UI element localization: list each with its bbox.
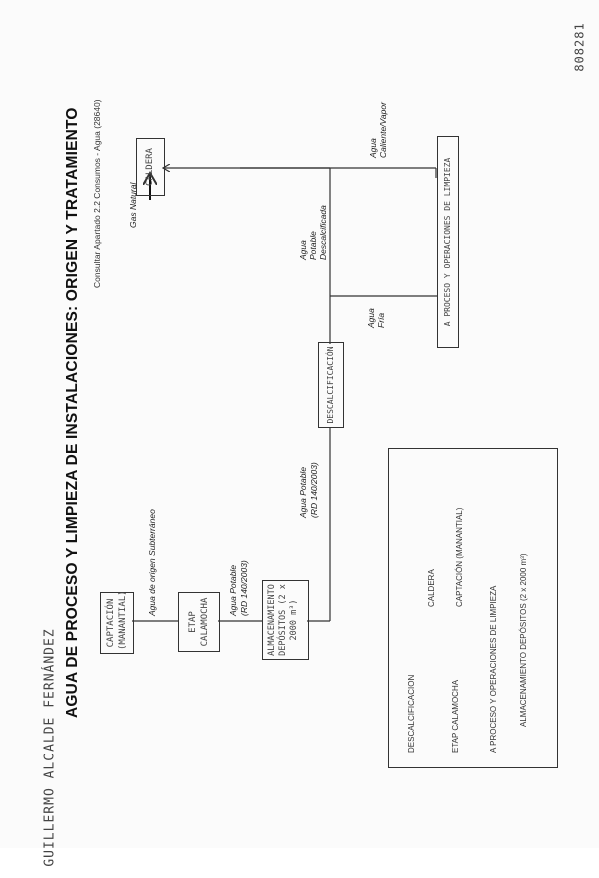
node-captacion: CAPTACIÓN (MANANTIAL) bbox=[100, 590, 134, 654]
label-agua-subterraneo: Agua de origen Subterráneo bbox=[147, 509, 157, 616]
diagram-canvas: AGUA DE PROCESO Y LIMPIEZA DE INSTALACIO… bbox=[64, 0, 558, 768]
legend-item-almacenamiento: ALMACENAMIENTO DEPÓSITOS (2 x 2000 m³) bbox=[519, 553, 528, 727]
scanned-page: GUILLERMO ALCALDE FERNÁNDEZ 808281 AGUA … bbox=[42, 0, 587, 867]
node-descalcificacion: DESCALCIFICACIÓN bbox=[318, 342, 344, 428]
node-proceso: A PROCESO Y OPERACIONES DE LIMPIEZA bbox=[437, 136, 459, 348]
label-agua-fria-1: Agua bbox=[366, 308, 376, 328]
legend-item-caldera: CALDERA bbox=[427, 569, 436, 607]
label-agua-potable-1b: (RD 140/2003) bbox=[239, 560, 249, 616]
node-caldera-label: CALDERA bbox=[145, 148, 155, 186]
legend-item-etap: ETAP CALAMOCHA bbox=[451, 679, 460, 753]
label-agua-fria-2: Fría bbox=[376, 312, 386, 328]
label-gas-natural: Gas Natural bbox=[128, 182, 138, 228]
node-etap: ETAP CALAMOCHA bbox=[178, 592, 220, 652]
label-agua-potable-2b: (RD 140/2003) bbox=[309, 462, 319, 518]
legend-box: DESCALCIFICACION CALDERA ETAP CALAMOCHA … bbox=[388, 448, 558, 768]
legend-item-proceso: A PROCESO Y OPERACIONES DE LIMPIEZA bbox=[489, 585, 498, 753]
legend-item-captacion: CAPTACIÓN (MANANTIAL) bbox=[455, 507, 464, 607]
legend-item-descalcificacion: DESCALCIFICACION bbox=[407, 674, 416, 753]
label-agua-descalcificada-2: Potable bbox=[308, 231, 318, 260]
node-proceso-label: A PROCESO Y OPERACIONES DE LIMPIEZA bbox=[443, 157, 452, 327]
label-agua-descalcificada-3: Descalcificada bbox=[318, 205, 328, 260]
label-agua-caliente-2: Caliente/Vapor bbox=[378, 102, 388, 158]
node-almacenamiento-label: ALMACENAMIENTO DEPÓSITOS (2 x 2000 m³) bbox=[267, 584, 299, 656]
node-caldera: CALDERA bbox=[136, 138, 165, 196]
flow-connectors bbox=[132, 0, 437, 622]
node-etap-label: ETAP CALAMOCHA bbox=[188, 597, 210, 647]
label-agua-descalcificada-1: Agua bbox=[298, 240, 308, 260]
node-almacenamiento: ALMACENAMIENTO DEPÓSITOS (2 x 2000 m³) bbox=[262, 580, 309, 660]
label-agua-potable-1a: Agua Potable bbox=[228, 564, 238, 616]
label-agua-caliente-1: Agua bbox=[368, 138, 378, 158]
node-captacion-label: CAPTACIÓN (MANANTIAL) bbox=[106, 590, 128, 650]
node-descalcificacion-label: DESCALCIFICACIÓN bbox=[326, 346, 335, 424]
label-agua-potable-2a: Agua Potable bbox=[298, 466, 308, 518]
